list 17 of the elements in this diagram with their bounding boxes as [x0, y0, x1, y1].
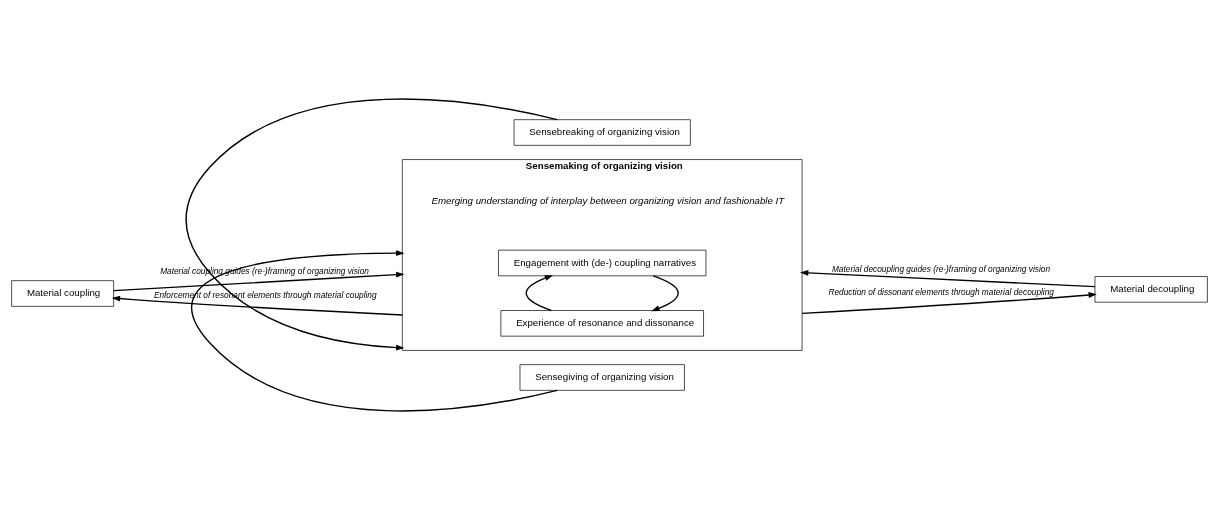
edge-label: Reduction of dissonant elements through material decoupling [828, 286, 1054, 297]
node-box: Material decoupling [1094, 276, 1208, 303]
arrow [525, 275, 554, 312]
arrow [191, 250, 558, 412]
edge-label: Material decoupling guides (re-)framing of organizing vision [831, 263, 1051, 274]
arrow [113, 271, 405, 292]
arrow [651, 275, 679, 312]
arrow [111, 295, 404, 316]
arrow [801, 292, 1097, 315]
node-box: Experience of resonance and dissonance [500, 310, 704, 337]
node-box: Material coupling [11, 280, 114, 307]
arrow [800, 269, 1096, 288]
node-box: Sensegiving of organizing vision [519, 364, 685, 391]
node-box: Engagement with (de-) coupling narratives [498, 249, 707, 277]
node-box: Sensebreaking of organizing vision [513, 119, 691, 146]
arrow [185, 98, 558, 351]
label: Emerging understanding of interplay between organizing vision and fashionable IT [431, 195, 785, 207]
